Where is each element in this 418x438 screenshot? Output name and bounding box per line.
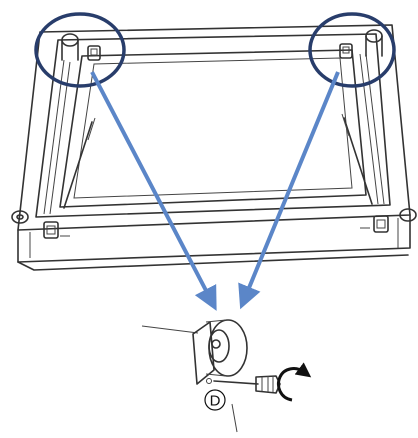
screwdriver-icon — [213, 375, 281, 394]
arrow-right-to-caster — [238, 71, 340, 310]
arrow-left-to-caster — [90, 71, 217, 311]
highlight-circle-left — [34, 12, 126, 88]
frame-drawing — [11, 24, 417, 271]
highlight-circle-right — [308, 12, 396, 88]
part-label: D — [210, 393, 221, 410]
caster-wheel-icon — [141, 319, 248, 385]
part-label-badge: D — [204, 389, 226, 411]
rotate-clockwise-icon — [277, 362, 312, 402]
